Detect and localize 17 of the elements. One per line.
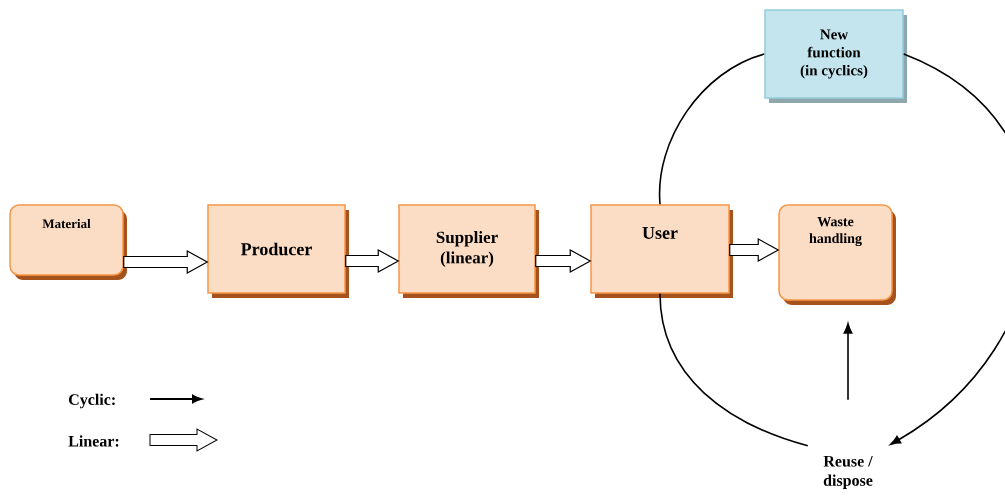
legend-label: Cyclic:: [69, 393, 115, 409]
hollow-arrow: [729, 238, 780, 262]
arrow: [843, 323, 853, 401]
process-box: User: [590, 204, 733, 298]
legend-label: Linear:: [68, 435, 119, 447]
hollow-arrow: [123, 250, 209, 274]
process-box: Supplier (linear): [398, 204, 539, 298]
arrow: [890, 53, 1005, 445]
connector-line: [659, 292, 809, 447]
process-box: Waste handling: [778, 204, 896, 305]
node-label: Reuse / dispose: [823, 455, 873, 490]
process-box: Material: [9, 204, 127, 280]
hollow-arrow: [345, 249, 400, 273]
connector-line: [658, 53, 766, 206]
hollow-arrow: [535, 249, 592, 273]
process-box: Producer: [207, 204, 349, 298]
process-box: New function (in cyclics): [764, 9, 907, 103]
